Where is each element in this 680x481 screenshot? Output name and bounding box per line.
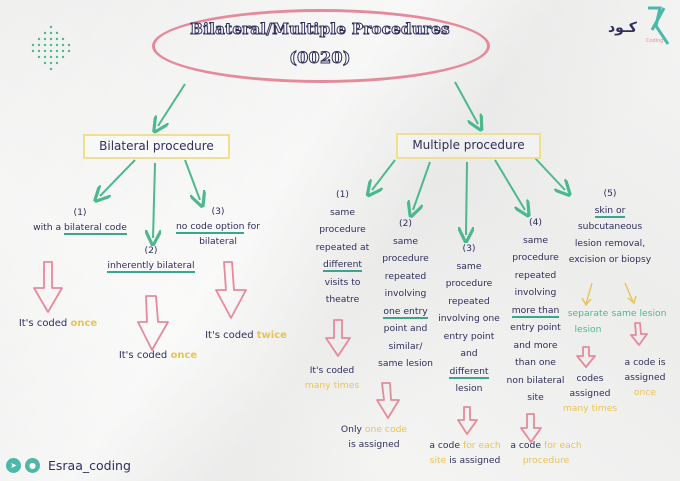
brand-logo: كـود Coding bbox=[608, 4, 670, 48]
pink-arrow-b3 bbox=[215, 261, 247, 319]
arrow-bilateral-1 bbox=[100, 159, 136, 196]
diagram-title: Bilateral/Multiple Procedures bbox=[190, 20, 450, 39]
case-number: (2) bbox=[144, 245, 158, 256]
pink-arrow-m4 bbox=[520, 413, 542, 443]
case-text: no code option for bbox=[175, 221, 261, 234]
arrow-bilateral-2 bbox=[153, 162, 155, 238]
telegram-icon[interactable]: ➤ bbox=[6, 458, 21, 473]
logo-sub: Coding bbox=[646, 38, 664, 44]
arrow-yellow-same bbox=[624, 282, 634, 303]
multiple-case-3: (3) same procedure repeated involving on… bbox=[438, 243, 500, 394]
pink-arrow-b1 bbox=[33, 261, 63, 313]
arrow-multiple-4 bbox=[494, 159, 525, 210]
multiple-case-2: (2) same procedure repeated involving on… bbox=[378, 218, 433, 369]
bilateral-header: Bilateral procedure bbox=[83, 134, 230, 159]
arrow-title-multiple bbox=[454, 81, 478, 124]
diagram-code: (0020) bbox=[289, 48, 351, 68]
social-footer: ➤ ● Esraa_coding bbox=[6, 458, 131, 473]
twitter-icon[interactable]: ● bbox=[25, 458, 40, 473]
pink-arrow-m1 bbox=[325, 319, 351, 357]
pink-arrow-m3 bbox=[457, 406, 478, 435]
pink-arrow-m5b bbox=[630, 322, 648, 346]
multiple-case-1: (1) same procedure repeated at different… bbox=[315, 189, 370, 305]
multiple-5-separate: separate lesion bbox=[567, 308, 609, 335]
arrow-multiple-1 bbox=[372, 159, 396, 190]
multiple-5-same: same lesion bbox=[611, 308, 667, 319]
case-text: with a bilateral code bbox=[33, 222, 127, 235]
case-text: inherently bilateral bbox=[107, 260, 195, 273]
arrow-multiple-5 bbox=[534, 157, 565, 190]
multiple-result-2: Only one code is assigned bbox=[340, 424, 408, 450]
logo-mark: كـود bbox=[608, 20, 637, 36]
bilateral-result-3: It's coded twice bbox=[205, 330, 287, 341]
bilateral-case-1: (1) with a bilateral code bbox=[20, 205, 140, 235]
dots-decoration bbox=[31, 25, 71, 71]
title-oval bbox=[152, 9, 490, 83]
multiple-result-3: a code for each site is assigned bbox=[429, 440, 501, 466]
multiple-header: Multiple procedure bbox=[396, 133, 541, 159]
bilateral-case-3: (3) no code option for bilateral bbox=[168, 204, 268, 249]
multiple-case-4: (4) same procedure repeated involving mo… bbox=[506, 217, 565, 403]
case-number: (1) bbox=[73, 207, 87, 218]
multiple-result-1: It's coded many times bbox=[304, 365, 360, 391]
case-number: (3) bbox=[211, 206, 225, 217]
pink-arrow-m2 bbox=[376, 382, 400, 419]
bilateral-case-2: (2) inherently bilateral bbox=[95, 243, 207, 273]
arrow-multiple-2 bbox=[413, 161, 431, 210]
bilateral-result-1: It's coded once bbox=[18, 318, 98, 329]
multiple-5-same-result: a code is assigned once bbox=[624, 357, 666, 398]
arrow-title-bilateral bbox=[158, 83, 186, 126]
multiple-5-separate-result: codes assigned many times bbox=[562, 373, 618, 414]
arrow-bilateral-3 bbox=[184, 159, 200, 200]
social-handle[interactable]: Esraa_coding bbox=[48, 458, 131, 473]
arrow-multiple-3 bbox=[466, 161, 467, 235]
multiple-case-5: (5) skin or subcutaneous lesion removal,… bbox=[568, 188, 652, 265]
arrow-yellow-separate bbox=[585, 282, 593, 305]
pink-arrow-m5a bbox=[576, 346, 596, 368]
multiple-result-4: a code for each procedure bbox=[510, 440, 582, 466]
bilateral-result-2: It's coded once bbox=[118, 350, 198, 361]
pink-arrow-b2 bbox=[137, 295, 169, 351]
